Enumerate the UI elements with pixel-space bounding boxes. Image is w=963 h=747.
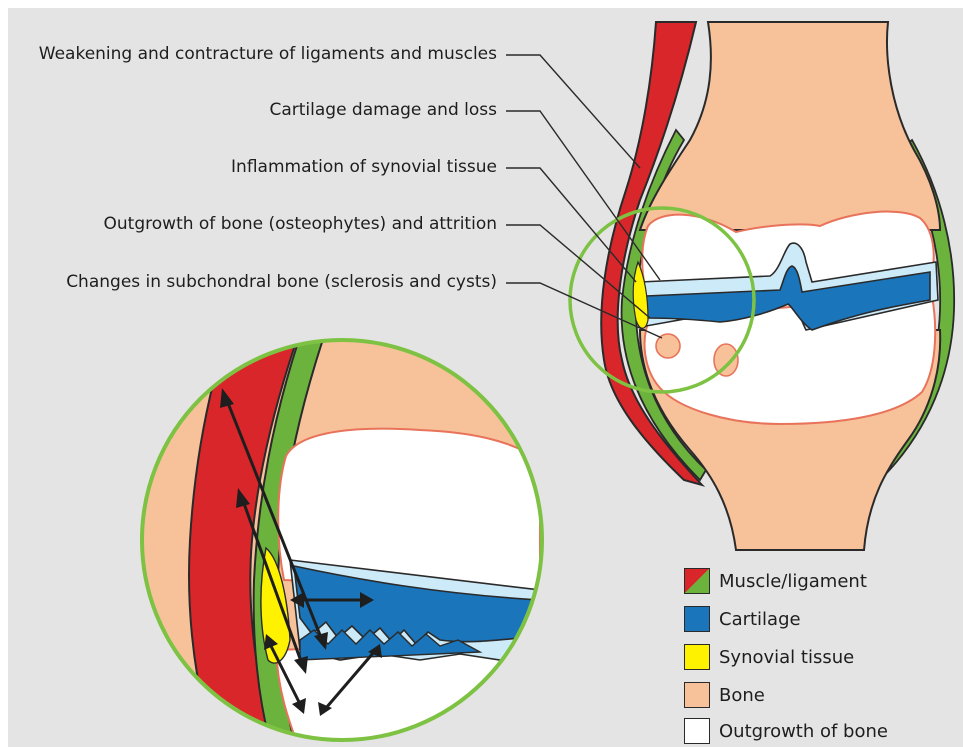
label-ligament-weakening: Weakening and contracture of ligaments a… bbox=[39, 44, 497, 64]
label-synovial-inflammation: Inflammation of synovial tissue bbox=[231, 157, 497, 177]
legend-label: Bone bbox=[719, 685, 765, 706]
zoom-detail bbox=[140, 330, 550, 747]
legend-item-cartilage: Cartilage bbox=[684, 606, 801, 632]
synovial-swatch bbox=[684, 644, 710, 670]
muscle-ligament-swatch bbox=[684, 568, 710, 594]
legend-item-bone: Bone bbox=[684, 682, 765, 708]
legend-item-muscle-ligament: Muscle/ligament bbox=[684, 568, 867, 594]
cartilage-swatch bbox=[684, 606, 710, 632]
legend-label: Outgrowth of bone bbox=[719, 721, 888, 742]
legend-label: Synovial tissue bbox=[719, 647, 854, 668]
legend-item-synovial: Synovial tissue bbox=[684, 644, 854, 670]
knee-joint bbox=[601, 22, 954, 550]
label-bone-outgrowth: Outgrowth of bone (osteophytes) and attr… bbox=[104, 214, 497, 234]
legend-item-outgrowth: Outgrowth of bone bbox=[684, 718, 888, 744]
label-subchondral-changes: Changes in subchondral bone (sclerosis a… bbox=[66, 272, 497, 292]
label-cartilage-damage: Cartilage damage and loss bbox=[269, 100, 497, 120]
legend-label: Cartilage bbox=[719, 609, 801, 630]
legend-label: Muscle/ligament bbox=[719, 571, 867, 592]
outgrowth-swatch bbox=[684, 718, 710, 744]
bone-swatch bbox=[684, 682, 710, 708]
